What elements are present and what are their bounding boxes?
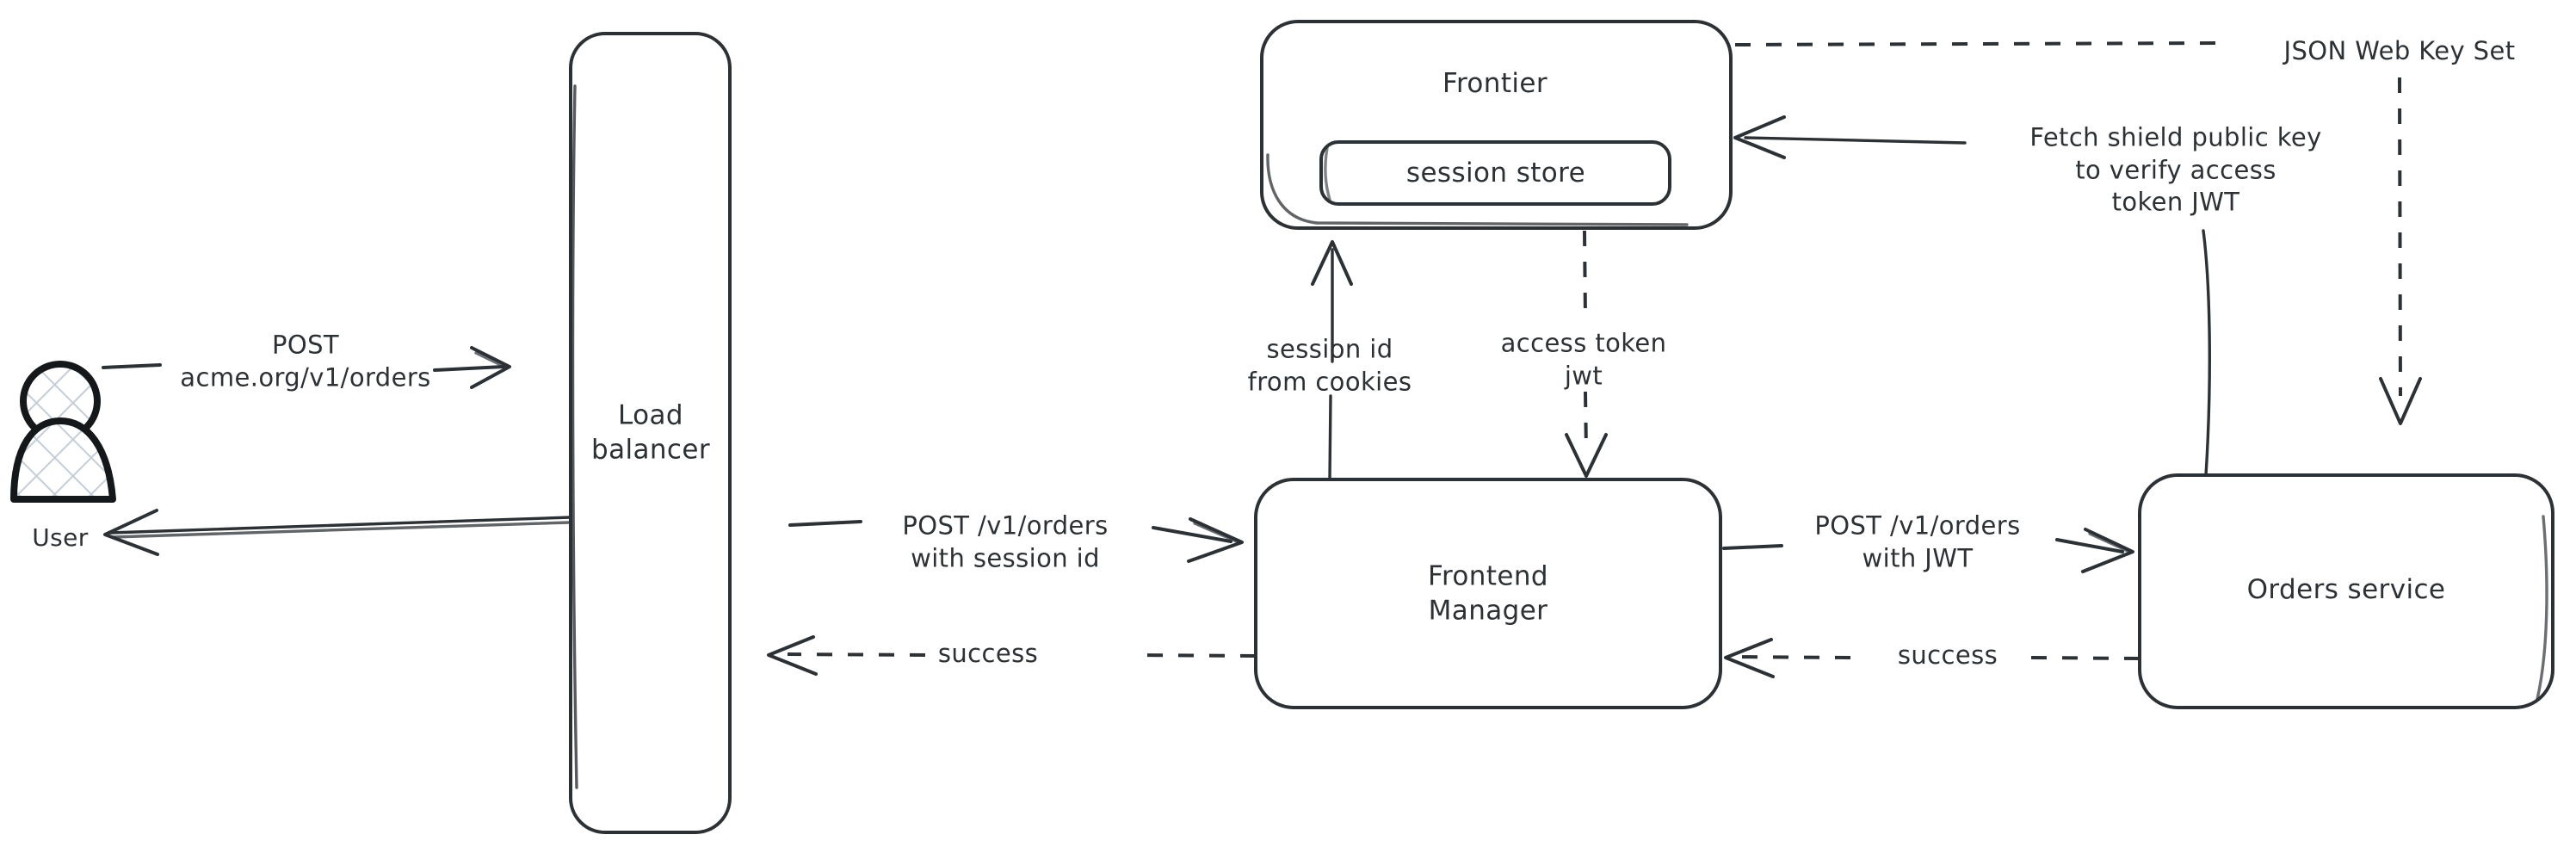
edge-load-balancer-to-user bbox=[103, 509, 572, 556]
user-actor-icon bbox=[10, 361, 116, 503]
edge-frontier-to-orders-service bbox=[1734, 41, 2422, 425]
load-balancer-shape[interactable] bbox=[569, 32, 732, 834]
edge-frontier-to-frontend-manager bbox=[1565, 230, 1608, 478]
edge-load-balancer-to-frontend-manager bbox=[788, 517, 1244, 563]
edge-orders-service-to-frontend-manager bbox=[1724, 638, 2140, 678]
frontier-shape[interactable] bbox=[1260, 20, 1733, 230]
edge-frontend-manager-to-orders-service bbox=[1722, 528, 2134, 573]
edge-frontend-manager-to-load-balancer bbox=[767, 635, 1257, 676]
edge-user-to-load-balancer bbox=[102, 346, 511, 389]
edge-orders-service-to-frontier bbox=[1733, 115, 2211, 477]
frontend-manager-shape[interactable] bbox=[1254, 478, 1722, 709]
orders-service-shape[interactable] bbox=[2138, 473, 2554, 709]
edge-frontend-manager-to-frontier bbox=[1311, 240, 1353, 481]
